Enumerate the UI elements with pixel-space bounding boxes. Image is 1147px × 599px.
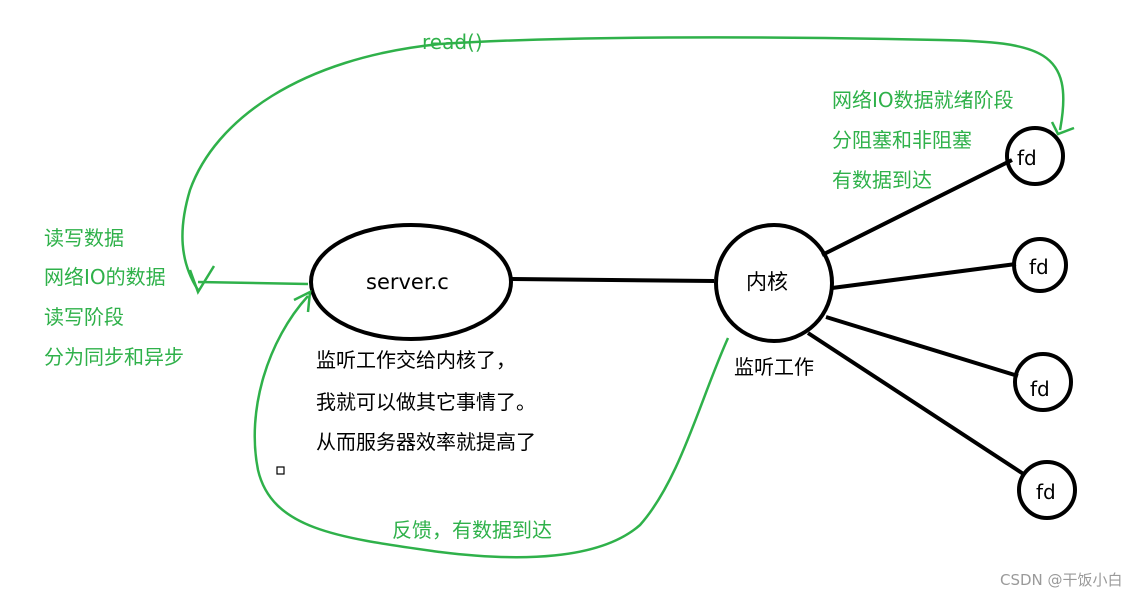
- server-label: server.c: [366, 270, 449, 294]
- server-node: [309, 223, 513, 341]
- fd-label-4: fd: [1036, 480, 1056, 504]
- server-desc-line-1: 监听工作交给内核了，: [316, 348, 516, 372]
- fd-node-3: [1013, 352, 1073, 412]
- top-right-note-line-3: 有数据到达: [832, 168, 932, 192]
- server-desc-line-3: 从而服务器效率就提高了: [316, 430, 536, 454]
- top-right-note-line-2: 分阻塞和非阻塞: [832, 128, 972, 152]
- fd-label-2: fd: [1029, 255, 1049, 279]
- kernel-fd2-line: [831, 262, 1017, 290]
- small-square-mark: [276, 466, 285, 475]
- fd-node-4: [1017, 460, 1077, 520]
- read-arrow-stub: [197, 280, 309, 286]
- fd-label-1: fd: [1017, 146, 1037, 170]
- fd-label-3: fd: [1030, 377, 1050, 401]
- left-note-line-1: 读写数据: [44, 226, 124, 250]
- fd-node-2: [1012, 237, 1068, 293]
- watermark: CSDN @干饭小白: [1000, 571, 1123, 589]
- kernel-fd1-line: [821, 158, 1013, 257]
- server-desc-line-2: 我就可以做其它事情了。: [316, 390, 536, 414]
- left-note-line-3: 读写阶段: [44, 305, 124, 329]
- left-note-line-2: 网络IO的数据: [44, 265, 166, 289]
- left-note-line-4: 分为同步和异步: [44, 345, 184, 369]
- kernel-desc: 监听工作: [734, 355, 814, 379]
- kernel-label: 内核: [746, 270, 788, 294]
- fd-node-1: [1005, 126, 1065, 186]
- read-arrow-label: read(): [422, 30, 483, 54]
- read-arrow-head: [188, 265, 216, 295]
- kernel-fd4-line: [806, 331, 1027, 477]
- server-kernel-line: [511, 277, 715, 283]
- kernel-node: [714, 223, 834, 343]
- read-arrow-tail-hook: [1050, 121, 1075, 136]
- feedback-arrow-head: [293, 289, 312, 313]
- feedback-arrow-label: 反馈，有数据到达: [392, 518, 552, 542]
- read-arrow-path: [181, 36, 1065, 291]
- kernel-fd3-line: [825, 315, 1019, 378]
- feedback-arrow-path: [253, 295, 730, 559]
- top-right-note-line-1: 网络IO数据就绪阶段: [832, 88, 1014, 112]
